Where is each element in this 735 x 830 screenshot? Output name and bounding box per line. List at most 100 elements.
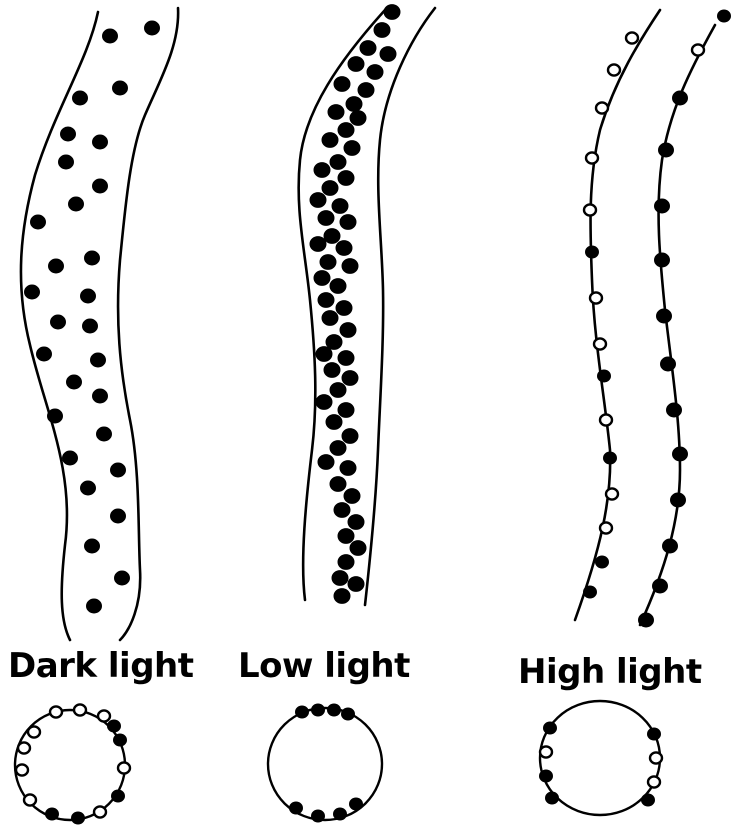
chloroplast: [112, 790, 124, 801]
cross-section-low: [268, 704, 382, 821]
chloroplast: [692, 44, 704, 55]
chloroplast: [323, 181, 338, 195]
cell-wall-right: [118, 8, 178, 640]
chloroplast: [341, 461, 356, 475]
cross-section-outline: [268, 708, 382, 820]
chloroplast: [655, 254, 669, 267]
chloroplast: [351, 111, 366, 125]
chloroplast: [546, 792, 558, 803]
chloroplast: [31, 216, 45, 229]
chloroplast-group: [16, 704, 130, 823]
chloroplast: [83, 320, 97, 333]
chloroplast: [349, 515, 364, 529]
chloroplast: [48, 410, 62, 423]
chloroplast: [655, 200, 669, 213]
chloroplast: [335, 503, 350, 517]
chloroplast: [328, 704, 340, 715]
chloroplast: [72, 812, 84, 823]
chloroplast: [331, 441, 346, 455]
chloroplast: [311, 237, 326, 251]
chloroplast: [114, 734, 126, 745]
chloroplast: [81, 290, 95, 303]
chloroplast: [584, 204, 596, 215]
chloroplast: [317, 395, 332, 409]
chloroplast: [312, 704, 324, 715]
chloroplast: [349, 577, 364, 591]
chloroplast: [296, 706, 308, 717]
chloroplast: [85, 252, 99, 265]
chloroplast: [145, 22, 159, 35]
chloroplast: [667, 404, 681, 417]
chloroplast: [331, 477, 346, 491]
cell-wall-right: [365, 8, 435, 605]
chloroplast: [18, 742, 30, 753]
chloroplast: [642, 794, 654, 805]
chloroplast: [626, 32, 638, 43]
chloroplast: [339, 171, 354, 185]
chloroplast: [648, 776, 660, 787]
chloroplast: [94, 806, 106, 817]
chloroplast: [290, 802, 302, 813]
chloroplast: [540, 746, 552, 757]
chloroplast: [673, 448, 687, 461]
chloroplast: [606, 488, 618, 499]
chloroplast: [69, 198, 83, 211]
chloroplast: [350, 798, 362, 809]
chloroplast: [339, 403, 354, 417]
chloroplast: [87, 600, 101, 613]
chloroplast: [312, 810, 324, 821]
chloroplast: [673, 92, 687, 105]
chloroplast: [74, 704, 86, 715]
chloroplast: [349, 57, 364, 71]
panel-dark: [15, 8, 178, 824]
chloroplast: [61, 128, 75, 141]
chloroplast: [339, 351, 354, 365]
chloroplast: [73, 92, 87, 105]
chloroplast: [544, 722, 556, 733]
label-dark-light: Dark light: [8, 646, 194, 686]
chloroplast: [671, 494, 685, 507]
chloroplast: [375, 23, 390, 37]
chloroplast: [108, 720, 120, 731]
chloroplast: [331, 155, 346, 169]
chloroplast: [596, 556, 608, 567]
chloroplast: [540, 770, 552, 781]
chloroplast: [329, 105, 344, 119]
chloroplast: [351, 541, 366, 555]
chloroplast: [604, 452, 616, 463]
chloroplast: [347, 97, 362, 111]
chloroplast: [93, 390, 107, 403]
chloroplast: [49, 260, 63, 273]
chloroplast: [63, 452, 77, 465]
chloroplast: [600, 522, 612, 533]
chloroplast: [321, 255, 336, 269]
chloroplast: [317, 347, 332, 361]
label-high-light: High light: [518, 652, 702, 692]
chloroplast: [81, 482, 95, 495]
chloroplast: [111, 464, 125, 477]
chloroplast-group: [311, 5, 400, 603]
chloroplast: [115, 572, 129, 585]
chloroplast: [359, 83, 374, 97]
chloroplast: [718, 10, 730, 21]
cell-low: [299, 5, 435, 605]
panel-low: [268, 5, 435, 821]
chloroplast: [648, 728, 660, 739]
chloroplast: [111, 510, 125, 523]
chloroplast: [103, 30, 117, 43]
chloroplast: [341, 215, 356, 229]
chloroplast: [37, 348, 51, 361]
chloroplast: [331, 279, 346, 293]
chloroplast: [343, 429, 358, 443]
chloroplast: [337, 241, 352, 255]
chloroplast: [67, 376, 81, 389]
chloroplast: [608, 64, 620, 75]
chloroplast: [650, 752, 662, 763]
cell-wall-left: [575, 10, 660, 620]
cross-section-dark: [15, 704, 130, 823]
chloroplast: [315, 271, 330, 285]
chloroplast: [341, 323, 356, 337]
chloroplast-group: [540, 722, 662, 805]
